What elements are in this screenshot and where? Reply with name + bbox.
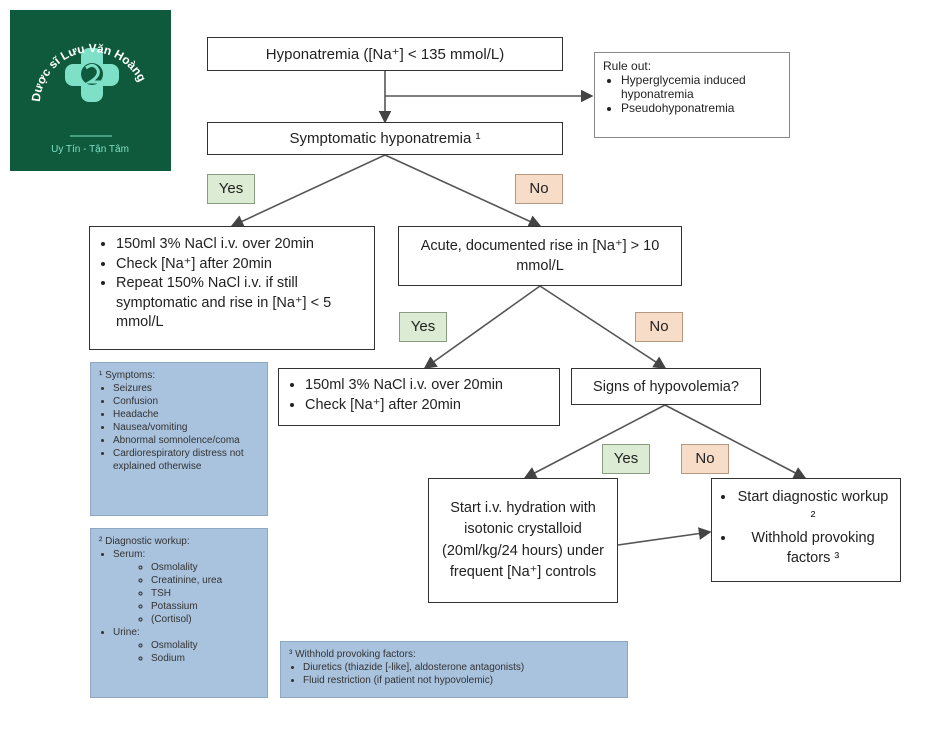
hypovolemia-box: Signs of hypovolemia? [571, 368, 761, 405]
rule-out-box: Rule out: Hyperglycemia induced hyponatr… [594, 52, 790, 138]
urine-item: Sodium [151, 652, 259, 665]
provoking-item: Fluid restriction (if patient not hypovo… [303, 674, 619, 687]
pharmacist-logo: Dược sĩ Lưu Văn Hoàng Uy Tín - Tận Tâm [10, 10, 171, 171]
yes-label: Yes [602, 444, 650, 474]
acute-treatment-item: Check [Na⁺] after 20min [305, 395, 551, 415]
hypovolemia-text: Signs of hypovolemia? [593, 378, 739, 395]
provoking-factors-note: ³ Withhold provoking factors: Diuretics … [280, 641, 628, 698]
acute-treatment-item: 150ml 3% NaCl i.v. over 20min [305, 375, 551, 395]
provoking-title: ³ Withhold provoking factors: [289, 649, 416, 660]
hydration-box: Start i.v. hydration with isotonic cryst… [428, 478, 618, 603]
treatment-item: Check [Na⁺] after 20min [116, 255, 366, 275]
rule-out-item: Pseudohyponatremia [621, 101, 781, 115]
symptomatic-text: Symptomatic hyponatremia ¹ [289, 130, 481, 147]
symptoms-note: ¹ Symptoms: Seizures Confusion Headache … [90, 362, 268, 516]
treatment-item: Repeat 150% NaCl i.v. if still symptomat… [116, 274, 366, 333]
diagnostic-note: ² Diagnostic workup: Serum: Osmolality C… [90, 528, 268, 698]
symptomatic-box: Symptomatic hyponatremia ¹ [207, 122, 563, 155]
serum-label: Serum: Osmolality Creatinine, urea TSH P… [113, 548, 259, 626]
diagnostic-title: ² Diagnostic workup: [99, 536, 190, 547]
symptom-item: Confusion [113, 395, 259, 408]
serum-item: Osmolality [151, 561, 259, 574]
serum-item: (Cortisol) [151, 613, 259, 626]
workup-box: Start diagnostic workup ² Withhold provo… [711, 478, 901, 582]
no-label: No [635, 312, 683, 342]
no-label: No [681, 444, 729, 474]
rule-out-title: Rule out: [603, 59, 652, 73]
symptoms-title: ¹ Symptoms: [99, 370, 156, 381]
symptom-item: Headache [113, 408, 259, 421]
serum-item: Potassium [151, 600, 259, 613]
provoking-item: Diuretics (thiazide [-like], aldosterone… [303, 661, 619, 674]
serum-item: TSH [151, 587, 259, 600]
serum-item: Creatinine, urea [151, 574, 259, 587]
acute-rise-box: Acute, documented rise in [Na⁺] > 10 mmo… [398, 226, 682, 286]
acute-rise-text: Acute, documented rise in [Na⁺] > 10 mmo… [420, 237, 660, 274]
workup-item: Start diagnostic workup ² [736, 487, 890, 528]
symptom-item: Nausea/vomiting [113, 421, 259, 434]
symptom-item: Abnormal somnolence/coma [113, 434, 259, 447]
yes-label: Yes [207, 174, 255, 204]
no-label: No [515, 174, 563, 204]
urine-label: Urine: Osmolality Sodium [113, 626, 259, 665]
symptom-item: Seizures [113, 382, 259, 395]
hydration-text: Start i.v. hydration with isotonic cryst… [442, 500, 604, 580]
treatment-item: 150ml 3% NaCl i.v. over 20min [116, 235, 366, 255]
workup-item: Withhold provoking factors ³ [736, 528, 890, 569]
rule-out-item: Hyperglycemia induced hyponatremia [621, 73, 781, 101]
urine-item: Osmolality [151, 639, 259, 652]
start-text: Hyponatremia ([Na⁺] < 135 mmol/L) [265, 46, 505, 63]
yes-label: Yes [399, 312, 447, 342]
treatment-box: 150ml 3% NaCl i.v. over 20min Check [Na⁺… [89, 226, 375, 350]
start-box: Hyponatremia ([Na⁺] < 135 mmol/L) [207, 37, 563, 71]
acute-treatment-box: 150ml 3% NaCl i.v. over 20min Check [Na⁺… [278, 368, 560, 426]
logo-tagline: Uy Tín - Tận Tâm [51, 144, 129, 155]
logo-emblem-icon: Dược sĩ Lưu Văn Hoàng Uy Tín - Tận Tâm [29, 41, 149, 155]
symptom-item: Cardiorespiratory distress not explained… [113, 447, 259, 473]
